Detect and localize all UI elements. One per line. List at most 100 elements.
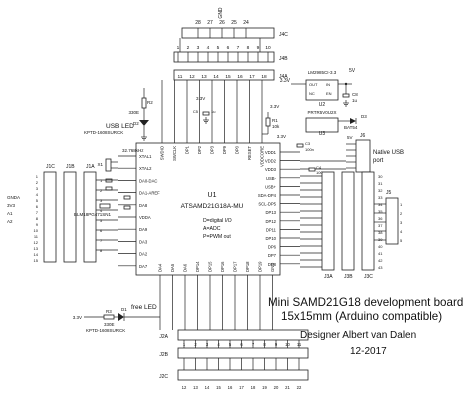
mcu-bottom-pin-label: DP15 [208, 261, 213, 272]
mcu-bottom-pin-label: DA5 [170, 263, 175, 272]
header-j4b-pin: 2 [187, 45, 190, 51]
header-j3-pin: 35 [378, 209, 383, 214]
header-j1c-pin: 9 [36, 222, 39, 227]
header-j3-pin: 40 [378, 244, 383, 249]
mcu-ref: U1 [208, 192, 217, 199]
mcu-left-pin-label: XTAL2 [139, 166, 152, 171]
header-j3-pin: 38 [378, 230, 383, 235]
mcu-bottom-pin-label: DP19 [258, 261, 263, 272]
usb-vbus-label: 5V [347, 135, 353, 140]
diode-d3 [350, 118, 356, 124]
header-j1c-pin: 3 [36, 186, 39, 191]
cap-c1 [105, 178, 113, 183]
mcu-left-pin-label: DA9 [139, 227, 148, 232]
header-j3b [341, 171, 355, 271]
mcu-right-pin-label: SCL-DP5 [258, 202, 276, 207]
header-j4b [173, 51, 275, 63]
cap-c4-value: 100n [316, 170, 325, 175]
header-j4b-pin: 10 [265, 45, 271, 51]
header-j3-pin: 34 [378, 202, 383, 207]
header-j1c-pin: 1 [36, 174, 39, 179]
header-j2c-pin: 22 [297, 385, 302, 390]
header-j1a-pin: 3 [100, 198, 103, 203]
supply-3v3-label-2: 3.3V [277, 134, 286, 139]
header-j4b-pin: 4 [207, 45, 210, 51]
free-led-label: free LED [131, 304, 157, 311]
protection-body [305, 117, 339, 133]
ref-j2b: J2B [159, 352, 168, 358]
mcu-right-pin-label: SDA-DP4 [258, 193, 277, 198]
header-j4c-pin: 24 [243, 20, 249, 26]
free-led-part: KPTD-1608SURCK [86, 328, 125, 333]
ref-j1b: J1B [66, 164, 75, 170]
header-j3-pin: 43 [378, 265, 383, 270]
mcu-left-pin-label: DA2 [139, 252, 148, 257]
ref-j4b: J4B [279, 56, 288, 62]
resistor-r1-value: 10k [272, 124, 280, 129]
regulator-pin-out: OUT [309, 82, 318, 87]
header-j3-pin: 39 [378, 237, 383, 242]
header-j4c-pin: 27 [207, 20, 213, 26]
design-date: 12-2017 [350, 346, 387, 357]
header-j4b-pin: 1 [177, 45, 180, 51]
header-j1a-pin: 2 [100, 188, 103, 193]
header-j3-pin: 33 [378, 195, 383, 200]
mcu-right-pin-label: DP10 [266, 236, 277, 241]
regulator-ref: U2 [319, 102, 326, 108]
ref-j2c: J2C [159, 374, 168, 380]
diode-part: BAT54 [344, 125, 358, 130]
header-j1a-pin: 5 [100, 218, 103, 223]
mcu-bottom-pin-label: DP17 [233, 261, 238, 272]
mcu-right-pin-label: DP8 [268, 262, 277, 267]
ref-j3c: J3C [364, 274, 373, 280]
header-j1a [83, 171, 97, 263]
mcu-bottom-pin-label: GND [270, 263, 275, 272]
header-j1c-pin: 6 [36, 204, 39, 209]
mcu-legend-line: A=ADC [203, 226, 221, 232]
header-j4c-pin: 28 [195, 20, 201, 26]
connector-j5-pin: 3 [400, 220, 403, 225]
cap-c8-value: 1u [352, 98, 358, 103]
header-j4c [181, 27, 275, 39]
header-j2c-pin: 14 [205, 385, 210, 390]
header-j2b [177, 347, 309, 359]
cap-c6 [123, 195, 131, 200]
usb-led-label: USB LED [106, 123, 134, 130]
mcu-bottom-pin-label: DA6 [183, 263, 188, 272]
header-j4b-pin: 8 [247, 45, 250, 51]
ref-j5: J5 [386, 190, 392, 196]
ferrite-part: BLM18PG471SN1 [74, 212, 112, 217]
mcu-top-pin-label: SWDIO [160, 145, 165, 160]
header-j1c-pin: 10 [34, 228, 39, 233]
j1c-signal-gnda: GNDA [7, 195, 20, 200]
resistor-r2-ref: R2 [147, 100, 153, 105]
mcu-left-pin-label: DA1-AREF [139, 191, 160, 196]
header-j4b-pin: 5 [217, 45, 220, 51]
header-j4b-pin: 3 [197, 45, 200, 51]
header-j2c [177, 369, 309, 381]
cap-c4 [308, 167, 316, 172]
mcu-right-pin-label: DP6 [268, 245, 277, 250]
mcu-top-pin-label: DP1 [185, 145, 190, 154]
mcu-top-pin-label: DP2 [197, 145, 202, 154]
header-j2c-pin: 13 [193, 385, 198, 390]
header-j1a-pin: 1 [100, 178, 103, 183]
header-j4c-pin: 26 [219, 20, 225, 26]
header-j1c-pin: 4 [36, 192, 39, 197]
mcu-top-pin-label: DP3 [210, 145, 215, 154]
cap-c5 [202, 111, 210, 116]
connector-j5-pin: 5 [400, 238, 403, 243]
mcu-right-pin-label: USB- [266, 176, 277, 181]
usb-connector [355, 139, 371, 173]
j1c-signal-a2: A2 [7, 219, 13, 224]
usb-ref: J6 [360, 133, 366, 139]
usb-led-ref: D2 [133, 121, 139, 126]
mcu-legend-line: P=PWM out [203, 234, 231, 240]
connector-j5-pin: 4 [400, 229, 403, 234]
usb-label-line2: port [373, 158, 384, 164]
header-j4a-pin: 16 [237, 74, 243, 80]
cap-c8-ref: C8 [352, 92, 358, 97]
ref-j3b: J3B [344, 274, 353, 280]
mcu-legend-line: D=digital I/O [203, 218, 232, 224]
